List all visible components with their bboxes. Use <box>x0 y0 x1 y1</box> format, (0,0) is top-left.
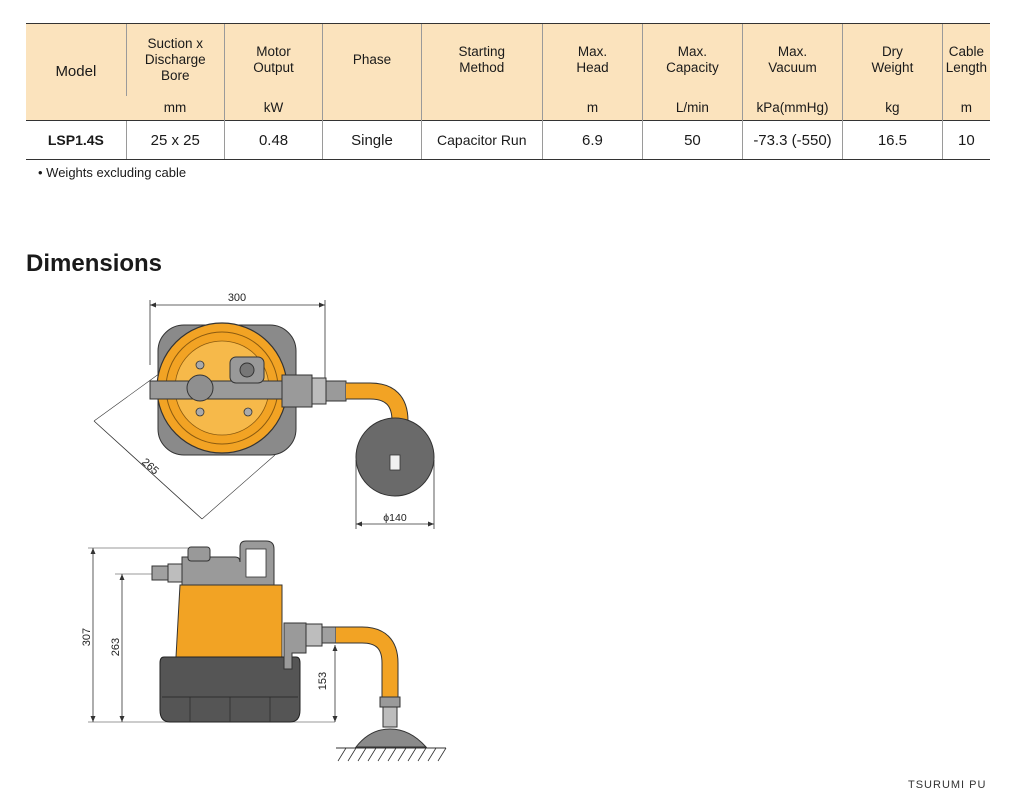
section-title: Dimensions <box>26 250 163 277</box>
cell-capacity: 50 <box>642 120 743 160</box>
table-row: LSP1.4S 25 x 25 0.48 Single Capacitor Ru… <box>26 120 990 160</box>
header-weight: Dry Weight <box>842 23 943 96</box>
dim-top-width: 300 <box>228 292 246 304</box>
unit-vacuum: kPa(mmHg) <box>741 96 843 121</box>
cell-vacuum: -73.3 (-550) <box>741 120 843 160</box>
header-cable: Cable Length <box>941 23 990 96</box>
unit-capacity: L/min <box>642 96 743 121</box>
header-bore-line1: Suction x <box>147 36 204 51</box>
dim-diagonal: 265 <box>139 456 161 477</box>
header-motor-line2: Output <box>253 60 294 75</box>
header-bore: Suction x Discharge Bore <box>125 23 225 96</box>
dimension-drawing: 300 265 <box>81 292 447 762</box>
header-capacity: Max. Capacity <box>642 23 743 96</box>
header-row: Model Suction x Discharge Bore Motor Out… <box>26 23 990 121</box>
unit-bore: mm <box>126 96 225 121</box>
cell-weight: 16.5 <box>842 120 943 160</box>
header-head: Max. Head <box>541 23 643 96</box>
header-capacity-line2: Capacity <box>666 60 719 75</box>
header-starting-line2: Method <box>459 60 505 75</box>
header-capacity-line1: Max. <box>677 44 708 59</box>
header-model: Model <box>26 23 127 121</box>
header-motor-line1: Motor <box>256 44 291 59</box>
unit-row: mm kW m L/min kPa(mmHg) kg m <box>26 96 990 121</box>
cell-motor: 0.48 <box>223 120 323 160</box>
cell-bore: 25 x 25 <box>125 120 225 160</box>
cell-phase: Single <box>322 120 422 160</box>
table-note: • Weights excluding cable <box>38 165 187 180</box>
header-vacuum-line2: Vacuum <box>768 60 817 75</box>
cell-starting: Capacitor Run <box>420 120 543 160</box>
dim-float-diameter: ϕ140 <box>383 512 407 524</box>
header-head-line1: Max. <box>577 44 608 59</box>
header-starting-line1: Starting <box>458 44 506 59</box>
header-starting: Starting Method <box>420 23 543 96</box>
dim-height-total: 307 <box>81 628 93 646</box>
unit-motor: kW <box>223 96 323 121</box>
header-head-line2: Head <box>576 60 609 75</box>
header-weight-line1: Dry <box>881 44 903 59</box>
dim-height-discharge: 263 <box>110 638 122 656</box>
top-view: 300 265 <box>93 292 435 529</box>
side-view: 307 263 <box>81 540 447 762</box>
unit-head: m <box>541 96 643 121</box>
unit-weight: kg <box>842 96 943 121</box>
cell-cable: 10 <box>941 120 990 160</box>
header-phase: Phase <box>322 23 422 96</box>
spec-table: Model Suction x Discharge Bore Motor Out… <box>26 23 990 160</box>
footer-brand: TSURUMI PU <box>908 779 987 791</box>
unit-cable: m <box>941 96 990 121</box>
cell-model: LSP1.4S <box>26 120 127 160</box>
header-vacuum: Max. Vacuum <box>741 23 843 96</box>
header-weight-line2: Weight <box>871 60 914 75</box>
header-cable-line1: Cable <box>948 44 984 59</box>
header-bore-line2: Discharge <box>144 52 206 67</box>
header-cable-line2: Length <box>945 60 987 75</box>
unit-starting <box>420 96 543 121</box>
header-motor: Motor Output <box>223 23 323 96</box>
header-vacuum-line1: Max. <box>777 44 808 59</box>
header-bore-line3: Bore <box>161 68 190 83</box>
dim-height-outlet: 153 <box>317 672 329 690</box>
unit-phase <box>322 96 422 121</box>
cell-head: 6.9 <box>541 120 643 160</box>
